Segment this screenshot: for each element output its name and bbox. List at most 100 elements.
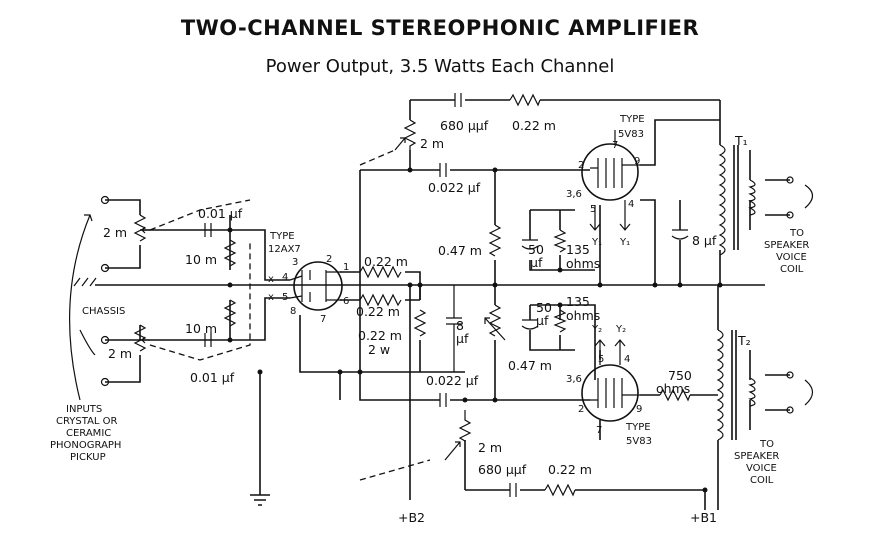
res-047-1 [488,224,502,257]
res-10m-1 [223,239,237,267]
spk2-line1: TO [759,439,774,450]
label-8uf-right: 8 µf [692,233,717,248]
label-12ax7: 12AX7 [268,244,301,255]
inputs-line5: PICKUP [70,452,106,463]
inputs-line3: CERAMIC [66,428,111,439]
cap-8uf-right [671,229,689,240]
pin-top-y1b: Y₁ [619,237,630,248]
spk2-line2: SPEAKER [734,451,779,462]
label-50-2a: 50 [536,300,552,315]
spk1-line2: SPEAKER [764,240,809,251]
label-680-bot: 680 µµf [478,462,527,477]
label-type-12ax7: TYPE [269,231,295,242]
pin-bot-5: 5 [598,354,604,365]
label-022-a: 0.22 m [364,254,408,269]
pin-12ax7-5: 5 [282,292,288,303]
res-047-2 [484,304,506,341]
label-022-b: 0.22 m [356,304,400,319]
res-10m-2 [223,299,237,327]
pin-12ax7-3: 3 [292,257,298,268]
label-022-top: 0.22 m [512,118,556,133]
pin-12ax7-1: 1 [343,262,349,273]
label-680-top: 680 µµf [440,118,489,133]
label-50-1b: µf [530,255,543,270]
input-pot-1 [133,214,150,242]
pin-top-2: 2 [578,160,584,171]
spk1-line1: TO [789,228,804,239]
junctions [227,167,723,493]
label-pot-2m-bot: 2 m [478,440,502,455]
label-8-center-b: µf [456,331,469,346]
label-10m-1: 10 m [185,252,217,267]
inputs-line2: CRYSTAL OR [56,416,118,427]
res-022-a [359,265,402,279]
wires [95,99,790,510]
pin-bot-9: 9 [636,404,642,415]
pin-bot-y2b: Y₂ [615,324,626,335]
label-135-1a: 135 [566,242,590,257]
label-022-bot: 0.22 m [548,462,592,477]
cap-0022-top [439,163,447,177]
label-t2: T₂ [737,333,751,348]
transformer-t2 [716,329,814,441]
label-001-1: 0.01 µf [198,206,243,221]
label-750a: 750 [668,368,692,383]
label-pot-2m-top: 2 m [420,136,444,151]
res-022-top [509,93,541,107]
cap-001-2 [204,333,212,347]
diagram-subtitle: Power Output, 3.5 Watts Each Channel [265,56,615,77]
label-047-1: 0.47 m [438,243,482,258]
label-2w: 2 w [368,342,390,357]
res-135-1 [553,229,567,253]
input-pot-2 [133,324,150,352]
label-5v83-top: 5V83 [618,129,644,140]
pin-12ax7-x1: x [268,274,274,285]
pin-top-9: 9 [634,156,640,167]
pin-top-36: 3,6 [566,189,582,200]
pin-bot-y2a: Y₂ [591,324,602,335]
res-750 [659,388,691,402]
pin-12ax7-8: 8 [290,306,296,317]
cap-680-bot [509,483,517,497]
pin-top-y1a: Y₁ [591,237,602,248]
label-022-c: 0.22 m [358,328,402,343]
label-50-2b: µf [536,313,549,328]
pin-bot-7: 7 [596,425,602,436]
tube-12ax7 [289,261,343,311]
cap-8uf-center [446,285,462,372]
label-047-2: 0.47 m [508,358,552,373]
pin-12ax7-x2: x [268,292,274,303]
pin-12ax7-6: 6 [343,296,349,307]
label-pot-in2: 2 m [108,346,132,361]
cap-680-top [454,93,462,107]
spk2-line3: VOICE [746,463,777,474]
inputs-line4: PHONOGRAPH [50,440,121,451]
cap-0022-bot [439,393,447,407]
labels: 680 µµf 0.22 m 2 m 0.022 µf TYPE 5V83 T₁… [50,114,809,525]
cap-50uf-2 [521,319,539,330]
label-135-1b: ohms [566,256,600,271]
res-022-b [359,293,402,307]
inputs-line1: INPUTS [66,404,102,415]
label-t1: T₁ [734,133,748,148]
input-terminals [68,195,110,401]
res-022-bot [544,483,576,497]
label-10m-2: 10 m [185,321,217,336]
label-001-2: 0.01 µf [190,370,235,385]
label-0022-top: 0.022 µf [428,180,481,195]
cap-001-1 [204,223,212,237]
label-135-2a: 135 [566,294,590,309]
spk1-line4: COIL [780,264,804,275]
transformer-t1 [718,144,814,256]
pin-bot-4: 4 [624,354,630,365]
pot-2m-top [394,119,417,151]
gang-links [149,149,431,481]
tube-5v83-bot [581,339,640,422]
res-135-2 [553,309,567,333]
label-b2: +B2 [398,510,425,525]
label-pot-in1: 2 m [103,225,127,240]
pin-top-7: 7 [612,140,618,151]
label-750b: ohms [656,381,690,396]
